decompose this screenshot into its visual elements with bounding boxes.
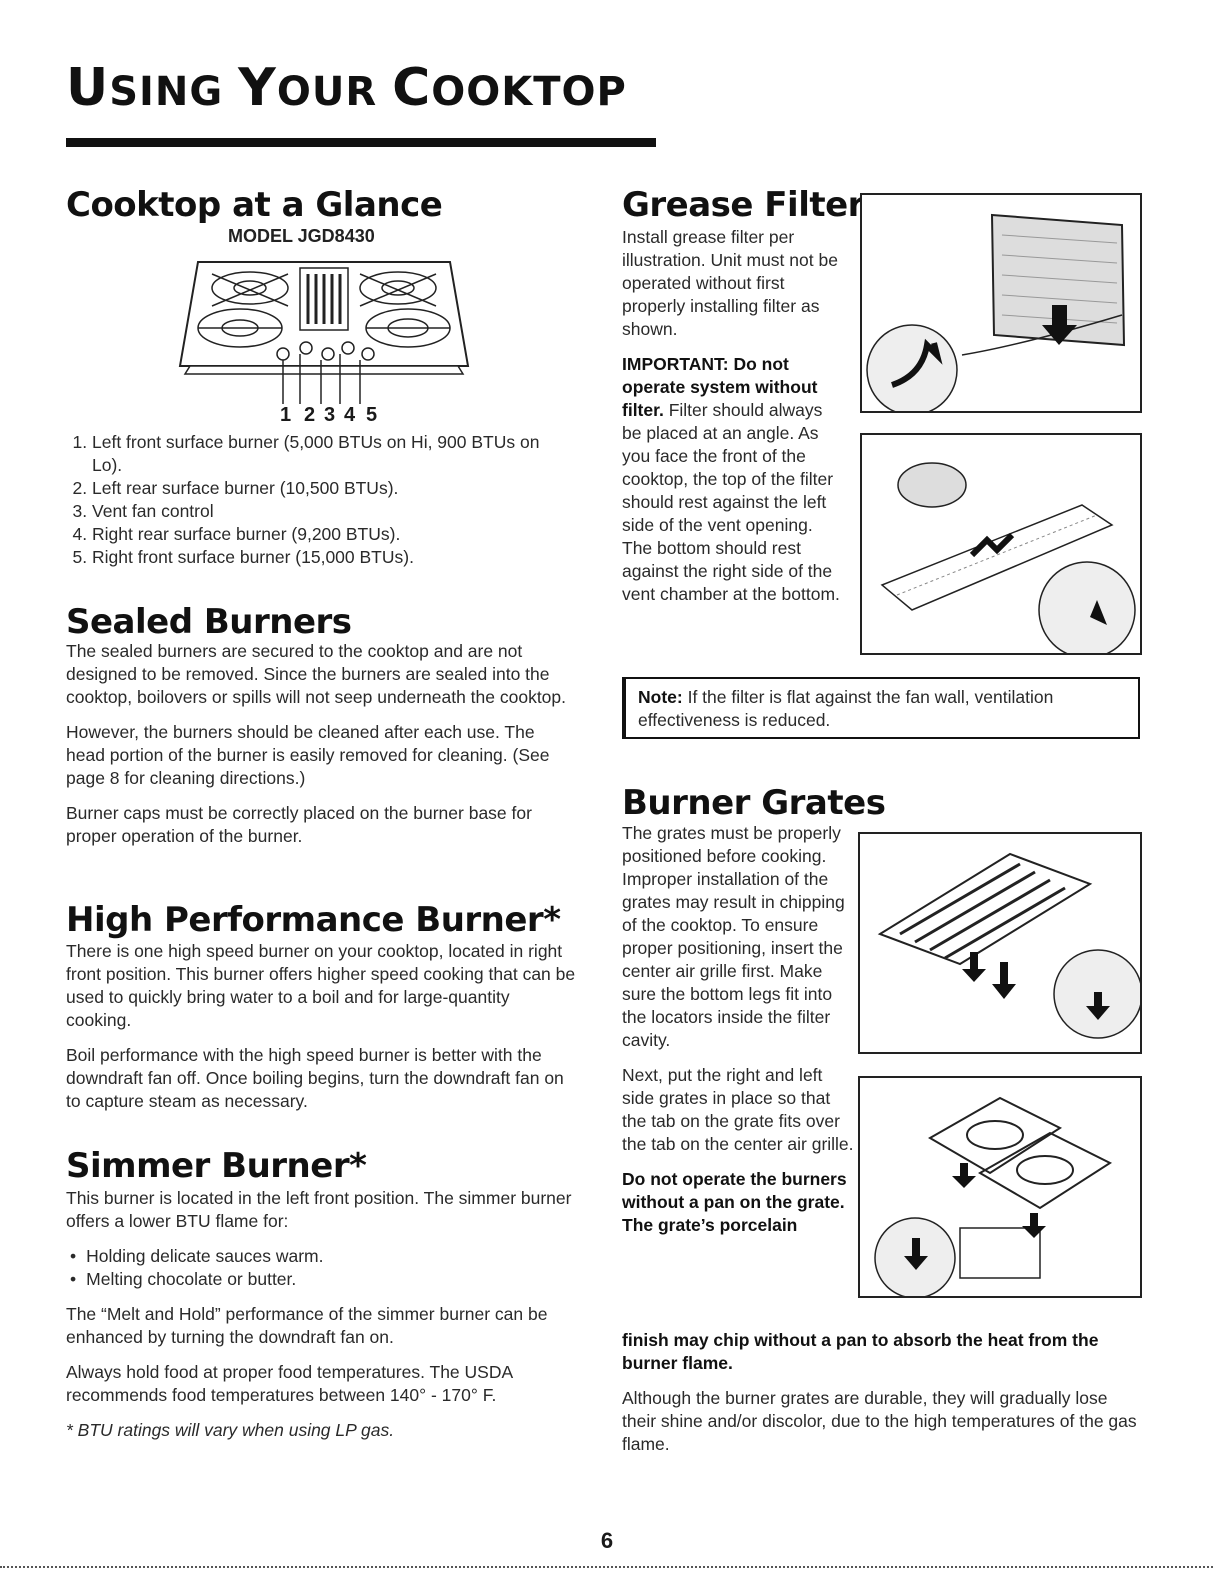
grease-filter-figure-1 [860, 193, 1142, 416]
sealed-p2: However, the burners should be cleaned a… [66, 722, 550, 788]
grates-p3: Although the burner grates are durable, … [622, 1388, 1137, 1454]
list-item: Right rear surface burner (9,200 BTUs). [92, 523, 566, 546]
grates-p1: The grates must be properly positioned b… [622, 823, 845, 1050]
btu-footnote: * BTU ratings will vary when using LP ga… [66, 1420, 395, 1440]
grates-warning-a: Do not operate the burners without a pan… [622, 1169, 847, 1212]
important-label: IMPORTANT: Do not operate system without… [622, 354, 818, 420]
grates-illustration-2 [874, 1096, 1113, 1299]
grates-body: The grates must be properly positioned b… [622, 822, 854, 1237]
page-number: 6 [600, 1528, 614, 1553]
high-perf-heading: High Performance Burner* [66, 900, 561, 940]
grease-filter-illustration-2 [880, 462, 1136, 659]
grates-warning-b1: The grate’s porcelain [622, 1215, 798, 1235]
simmer-body: This burner is located in the left front… [66, 1187, 578, 1454]
cooktop-illustration [178, 261, 470, 404]
simmer-heading: Simmer Burner* [66, 1146, 367, 1186]
grease-body: Install grease filter per illustration. … [622, 226, 844, 606]
list-item: Vent fan control [92, 500, 566, 523]
list-item: Holding delicate sauces warm. [70, 1245, 578, 1268]
grease-important: IMPORTANT: Do not operate system without… [622, 353, 844, 606]
note-text: If the filter is flat against the fan wa… [638, 687, 1054, 730]
simmer-p1: This burner is located in the left front… [66, 1188, 572, 1231]
glance-spec-list: Left front surface burner (5,000 BTUs on… [66, 431, 566, 569]
sealed-body: The sealed burners are secured to the co… [66, 640, 578, 860]
grates-figure-2 [858, 1076, 1142, 1299]
note-box: Note: If the filter is flat against the … [622, 677, 1140, 739]
high-perf-p1: There is one high speed burner on your c… [66, 941, 576, 1030]
simmer-p2: The “Melt and Hold” performance of the s… [66, 1304, 548, 1347]
simmer-bullet-list: Holding delicate sauces warm. Melting ch… [66, 1245, 578, 1291]
high-perf-body: There is one high speed burner on your c… [66, 940, 578, 1125]
sealed-p1: The sealed burners are secured to the co… [66, 641, 567, 707]
list-item: Left rear surface burner (10,500 BTUs). [92, 477, 566, 500]
sealed-heading: Sealed Burners [66, 602, 352, 642]
grease-p1: Install grease filter per illustration. … [622, 227, 838, 339]
high-perf-p2: Boil performance with the high speed bur… [66, 1045, 564, 1111]
title-rule [66, 138, 656, 147]
model-label: MODEL JGD8430 [228, 226, 375, 246]
grates-figure-1 [858, 832, 1143, 1054]
glance-heading: Cooktop at a Glance [66, 185, 443, 225]
list-item: Left front surface burner (5,000 BTUs on… [92, 431, 566, 477]
simmer-p3: Always hold food at proper food temperat… [66, 1362, 513, 1405]
list-item: Melting chocolate or butter. [70, 1268, 578, 1291]
bottom-border [0, 1566, 1213, 1570]
grease-heading: Grease Filter [622, 185, 864, 225]
sealed-p3: Burner caps must be correctly placed on … [66, 803, 532, 846]
note-label: Note: [638, 687, 683, 707]
grates-body-lower: finish may chip without a pan to absorb … [622, 1329, 1142, 1468]
list-item: Right front surface burner (15,000 BTUs)… [92, 546, 566, 569]
grates-heading: Burner Grates [622, 783, 886, 823]
grates-warning-b2: finish may chip without a pan to absorb … [622, 1330, 1099, 1373]
important-text: Filter should always be placed at an ang… [622, 400, 840, 604]
grates-illustration-1 [877, 852, 1143, 1039]
grease-filter-illustration-1 [866, 213, 1126, 416]
grates-p2: Next, put the right and left side grates… [622, 1065, 854, 1154]
glance-list-wrapper: Left front surface burner (5,000 BTUs on… [66, 431, 566, 569]
page-title: USING YOUR COOKTOP [66, 58, 627, 118]
grease-filter-figure-2 [860, 433, 1142, 659]
